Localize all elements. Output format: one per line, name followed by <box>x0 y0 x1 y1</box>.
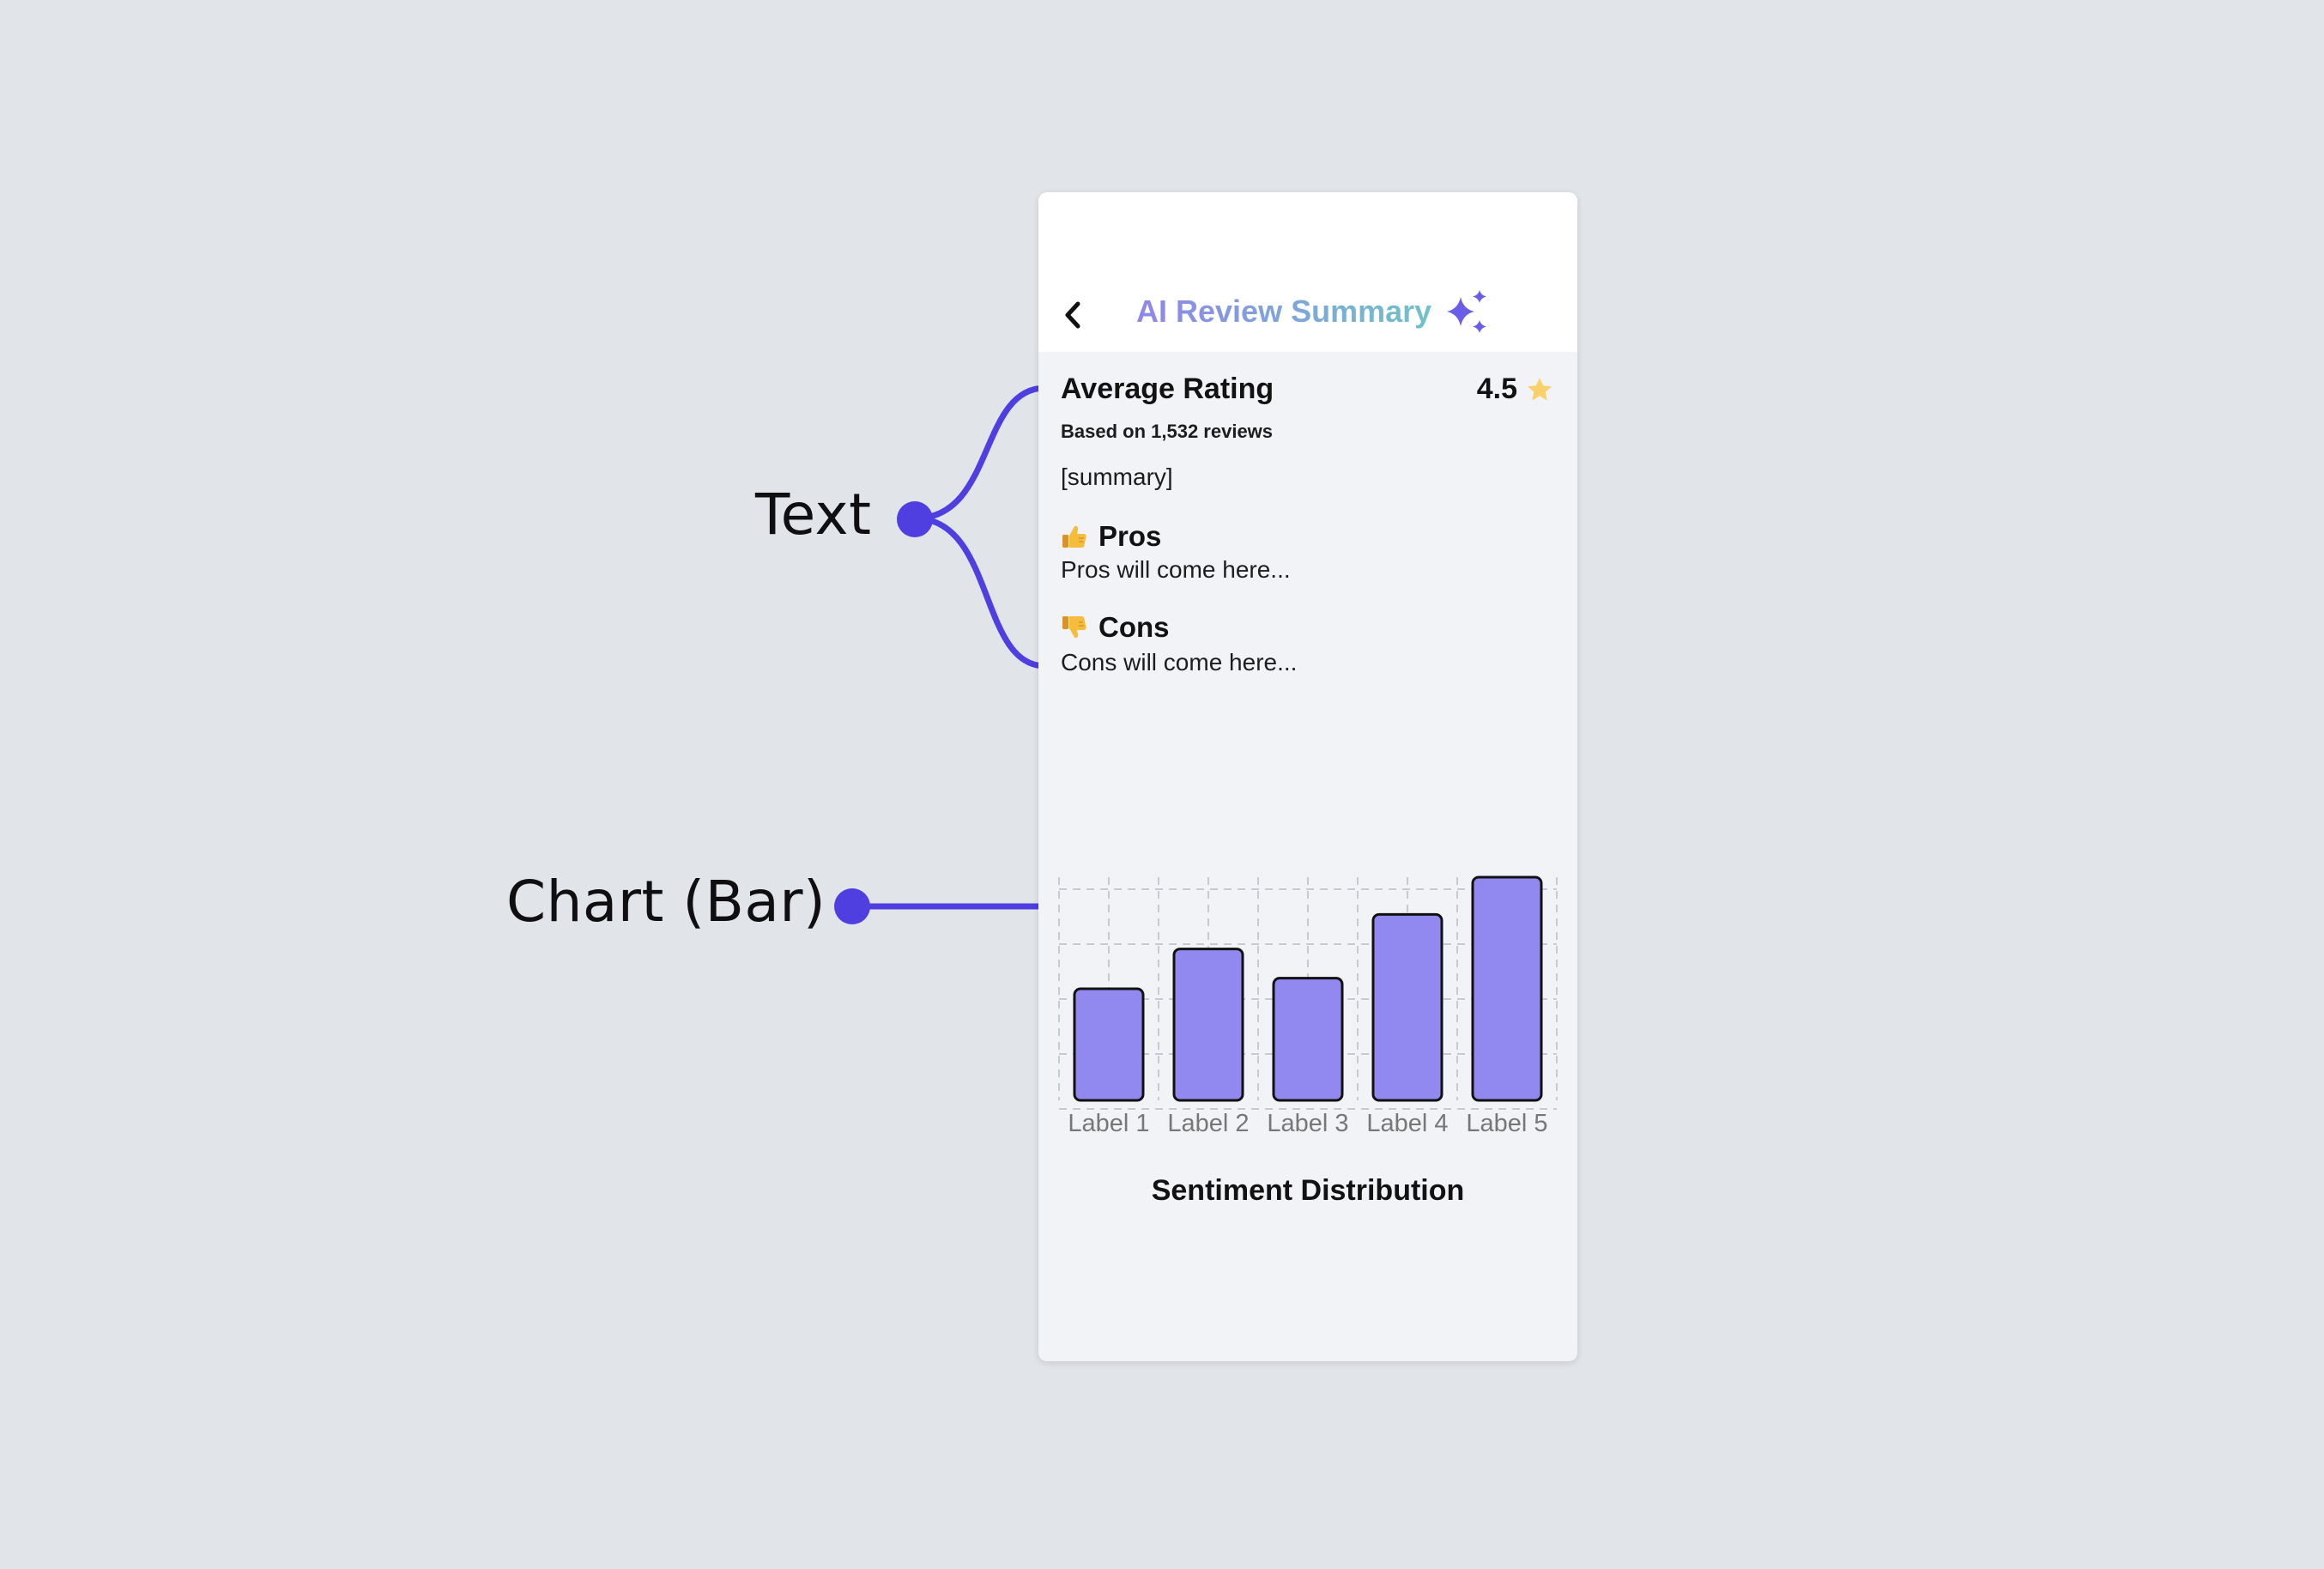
pros-title: Pros <box>1098 520 1162 552</box>
chart-bar <box>1371 912 1443 1102</box>
cons-text: Cons will come here... <box>1061 649 1298 675</box>
phone-screen: AI Review Summary Average Rating 4.5 Bas… <box>1038 192 1577 1361</box>
chart-bar <box>1172 948 1244 1102</box>
chart-annotation-dot <box>834 888 870 924</box>
text-annotation-dot <box>897 501 933 537</box>
chart-title: Sentiment Distribution <box>1151 1174 1465 1207</box>
sparkle-icon <box>1447 290 1486 333</box>
chart-annotation-label: Chart (Bar) <box>506 869 826 935</box>
page-title: AI Review Summary <box>1136 294 1432 329</box>
cons-heading: Cons <box>1061 611 1170 644</box>
rating-value: 4.5 <box>1476 373 1517 405</box>
chart-bar <box>1471 875 1543 1102</box>
chart-bar <box>1272 977 1344 1102</box>
chevron-left-icon[interactable] <box>1061 297 1086 333</box>
app-header: AI Review Summary <box>1038 192 1577 352</box>
chart-x-tick-label: Label 2 <box>1167 1110 1249 1137</box>
summary-text: [summary] <box>1061 463 1173 490</box>
chart-x-tick-label: Label 1 <box>1068 1110 1149 1137</box>
chart-x-tick-label: Label 4 <box>1366 1110 1448 1137</box>
chart-bar <box>1073 987 1145 1102</box>
cons-title: Cons <box>1098 611 1170 643</box>
star-icon <box>1528 377 1552 401</box>
pros-text: Pros will come here... <box>1061 556 1291 583</box>
rating-display: 4.5 <box>1477 373 1553 406</box>
average-rating-heading: Average Rating <box>1061 373 1274 405</box>
thumbs-down-icon <box>1062 616 1086 639</box>
text-annotation-connector <box>914 385 1049 669</box>
review-summary-content: Average Rating 4.5 Based on 1,532 review… <box>1038 352 1577 1361</box>
thumbs-up-icon <box>1062 525 1086 548</box>
sentiment-bar-chart: Label 1 Label 2 Label 3 Label 4 Label 5 <box>1058 875 1558 1137</box>
text-annotation-label: Text <box>755 482 872 548</box>
chart-x-tick-label: Label 5 <box>1466 1110 1547 1137</box>
pros-heading: Pros <box>1061 520 1161 553</box>
review-count: Based on 1,532 reviews <box>1061 421 1274 442</box>
chart-x-tick-label: Label 3 <box>1267 1110 1348 1137</box>
